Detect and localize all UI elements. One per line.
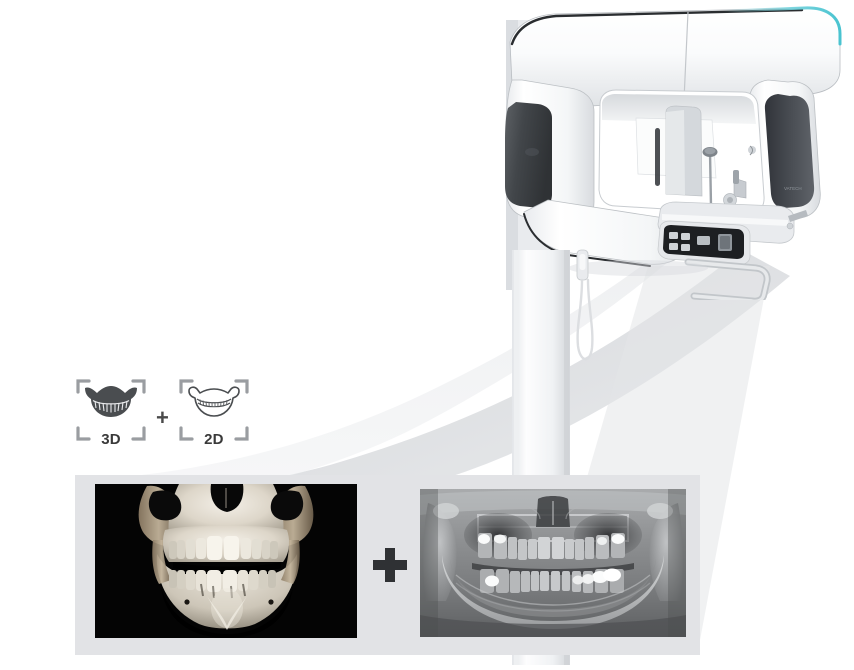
combine-plus-icon xyxy=(368,543,412,587)
modality-plus: + xyxy=(156,405,169,430)
cbct-panoramic-scanner: VATECH xyxy=(488,0,854,305)
modality-badges: 3D + xyxy=(72,372,253,450)
operator-control-panel xyxy=(657,220,751,265)
jaw-2d-icon xyxy=(188,386,240,417)
badge-2d-label: 2D xyxy=(204,431,224,448)
svg-text:VATECH: VATECH xyxy=(784,186,802,191)
corner-bracket-icon xyxy=(76,379,146,441)
badge-3d[interactable]: 3D xyxy=(72,372,150,450)
panoramic-xray[interactable] xyxy=(420,489,686,637)
cbct-volume-render[interactable] xyxy=(95,484,357,638)
handheld-exposure-switch xyxy=(566,248,606,378)
corner-bracket-icon xyxy=(179,379,249,441)
badge-3d-label: 3D xyxy=(101,431,121,448)
jaw-3d-icon xyxy=(85,386,137,417)
badge-2d[interactable]: 2D xyxy=(175,372,253,450)
